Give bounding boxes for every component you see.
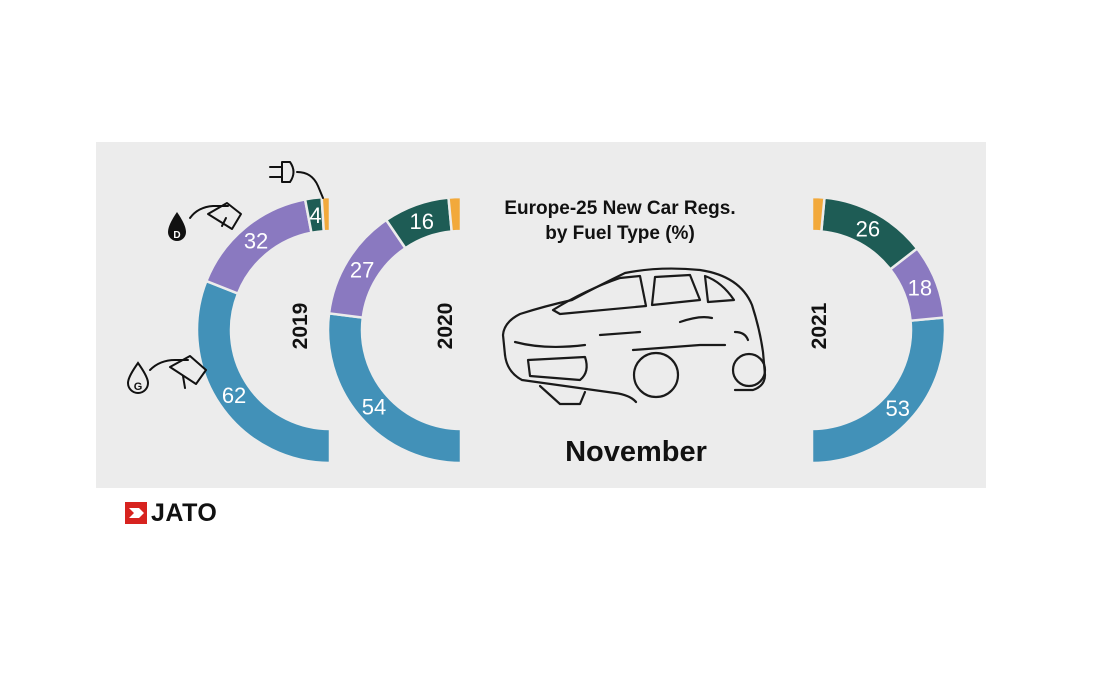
month-label: November [565,436,707,468]
value-label-petrol-2021: 53 [886,396,910,421]
value-label-diesel-2021: 18 [908,275,932,300]
value-label-electric-2019: 4 [309,203,321,228]
jato-logo-icon [125,502,147,524]
value-label-diesel-2019: 32 [244,229,268,254]
value-label-diesel-2020: 27 [350,257,374,282]
arc-other-2020 [447,195,463,233]
value-label-petrol-2020: 54 [362,395,386,420]
year-label-2020: 2020 [434,303,457,350]
petrol-pump-icon: G [126,355,207,394]
year-label-2021: 2021 [808,302,831,349]
value-label-electric-2020: 16 [409,209,433,234]
chart-title: Europe-25 New Car Regs. [504,198,735,219]
svg-text:G: G [134,381,143,393]
jato-logo: JATO [125,498,218,527]
arc-petrol-2021 [810,316,947,465]
value-label-petrol-2019: 62 [222,383,246,408]
arc-other-2019 [320,195,332,233]
diesel-pump-icon: D [168,202,242,241]
chart-subtitle: by Fuel Type (%) [545,223,695,244]
logo-text: JATO [151,498,218,527]
value-label-electric-2021: 26 [856,216,880,241]
year-label-2019: 2019 [289,303,312,350]
svg-text:D: D [173,230,180,241]
plug-icon [269,161,324,199]
arc-other-2021 [810,195,826,233]
car-outline-icon [501,267,767,406]
